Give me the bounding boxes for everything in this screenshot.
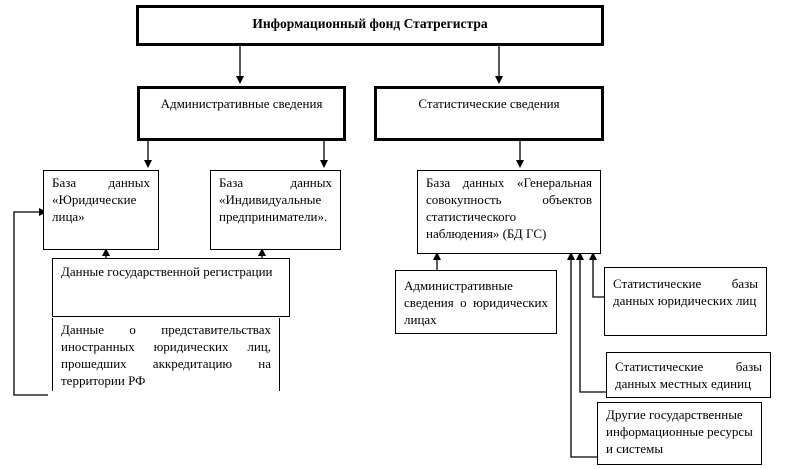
admin-box: Административные сведения [137,86,346,141]
db-legal-box: База данных «Юридические лица» [43,170,159,250]
other-resources-box: Другие государственные информационные ре… [597,402,762,465]
arrow-other-to-general [567,252,597,458]
foreign-reps-text: Данные о представительствах иностранных … [61,322,271,388]
admin-legal-text: Административные сведения о юридических … [404,278,548,327]
state-registration-text: Данные государственной регистрации [61,264,273,279]
foreign-reps-box: Данные о представительствах иностранных … [52,318,280,391]
db-general-box: База данных «Генеральная совокупность об… [417,170,601,254]
stat-local-text: Статистические базы данных местных едини… [615,359,762,391]
db-general-text: База данных «Генеральная совокупность об… [426,175,592,241]
stat-legal-box: Статистические базы данных юридических л… [604,267,767,336]
db-legal-text: База данных «Юридические лица» [52,175,150,224]
db-entrepreneurs-text: База данных «Индивидуальные предпринимат… [219,175,332,224]
arrow-statlocal-to-general [576,252,606,393]
stat-text: Статистические сведения [418,96,560,111]
arrow-statlegal-to-general [589,252,604,298]
title-text: Информационный фонд Статрегистра [252,16,488,31]
state-registration-box: Данные государственной регистрации [52,258,290,317]
stat-box: Статистические сведения [374,86,604,141]
stat-legal-text: Статистические базы данных юридических л… [613,276,758,308]
other-resources-text: Другие государственные информационные ре… [606,407,753,456]
admin-text: Административные сведения [160,96,323,111]
stat-local-box: Статистические базы данных местных едини… [606,352,771,398]
title-box: Информационный фонд Статрегистра [136,5,604,46]
admin-legal-box: Административные сведения о юридических … [395,270,557,334]
db-entrepreneurs-box: База данных «Индивидуальные предпринимат… [210,170,341,250]
